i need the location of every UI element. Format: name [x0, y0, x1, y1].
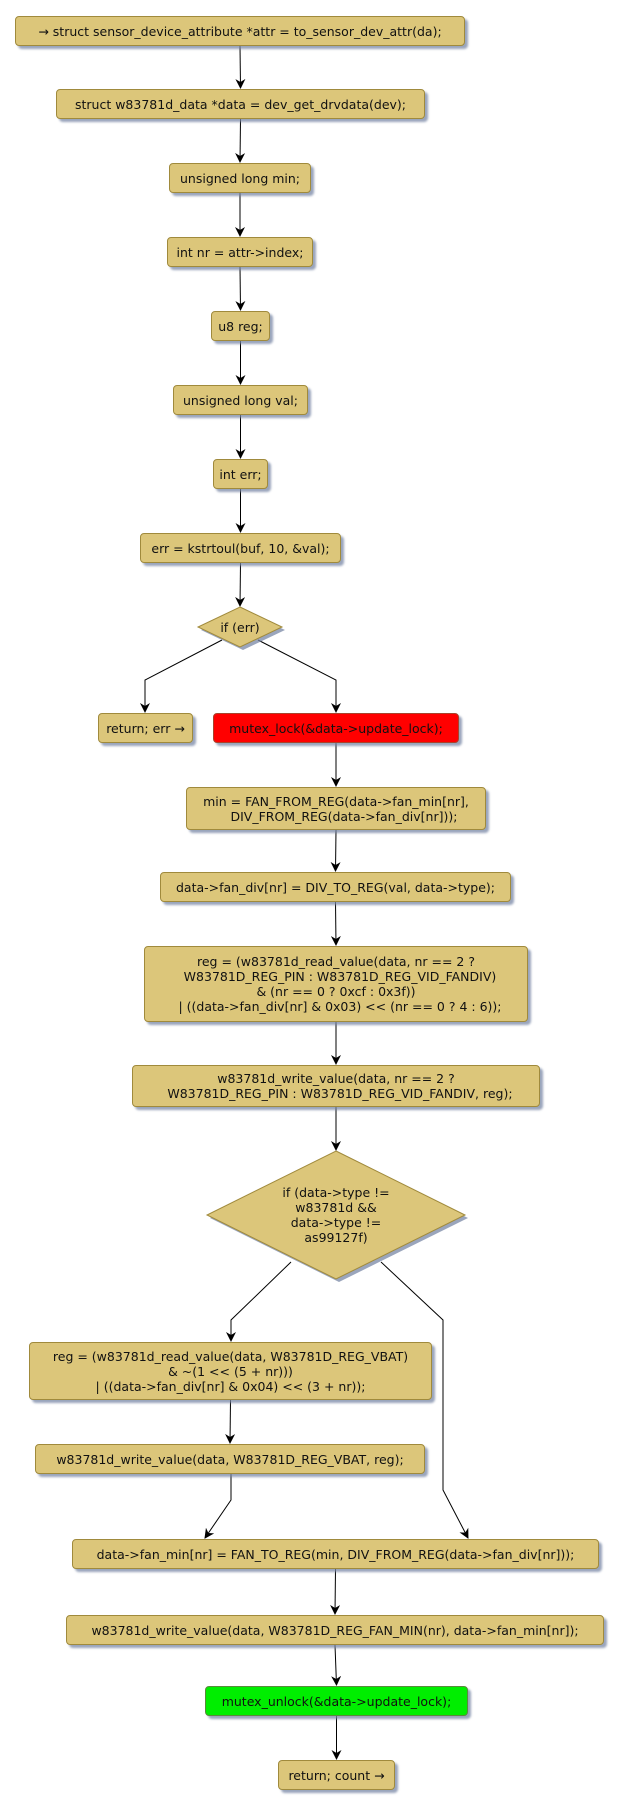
edge-n0-n1	[235, 45, 246, 89]
decision-d2	[205, 1150, 467, 1280]
start-node: → struct sensor_device_attribute *attr =…	[15, 16, 465, 46]
process-node: w83781d_write_value(data, nr == 2 ? W837…	[132, 1065, 540, 1107]
edge-n3-n4	[235, 266, 246, 311]
process-node: unsigned long min;	[169, 163, 311, 193]
edge-d2-n16	[380, 1261, 469, 1539]
decision-label: if (data->type != w83781d && data->type …	[282, 1185, 390, 1245]
edge-n10-n11	[330, 829, 341, 872]
process-node: struct w83781d_data *data = dev_get_drvd…	[56, 89, 425, 119]
process-node: data->fan_div[nr] = DIV_TO_REG(val, data…	[160, 872, 511, 902]
return-node: return; err →	[98, 713, 193, 743]
process-node: unsigned long val;	[173, 385, 308, 415]
edge-d1-n8	[140, 639, 223, 713]
edge-n7-d1	[235, 562, 246, 607]
process-node: int nr = attr->index;	[167, 237, 313, 267]
process-node: w83781d_write_value(data, W83781D_REG_VB…	[35, 1444, 425, 1474]
process-node: min = FAN_FROM_REG(data->fan_min[nr], DI…	[186, 787, 486, 830]
process-node: u8 reg;	[211, 311, 270, 341]
process-node: int err;	[213, 459, 268, 489]
edge-d2-n14	[226, 1261, 292, 1342]
edge-n14-n15	[225, 1399, 236, 1444]
process-node: data->fan_min[nr] = FAN_TO_REG(min, DIV_…	[72, 1539, 599, 1569]
process-node: reg = (w83781d_read_value(data, W83781D_…	[29, 1342, 432, 1400]
mutex-unlock-node: mutex_unlock(&data->update_lock);	[205, 1686, 468, 1716]
mutex-lock-node: mutex_lock(&data->update_lock);	[213, 713, 459, 743]
edge-n15-n16	[204, 1474, 232, 1539]
edge-n1-n2	[235, 118, 246, 163]
process-node: reg = (w83781d_read_value(data, nr == 2 …	[144, 946, 528, 1022]
decision-label: if (err)	[220, 619, 260, 635]
return-node: return; count →	[278, 1760, 395, 1790]
edge-n16-n17	[330, 1568, 341, 1615]
process-node: err = kstrtoul(buf, 10, &val);	[140, 533, 341, 563]
decision-d1	[196, 606, 284, 648]
edge-n11-n12	[330, 901, 341, 946]
process-node: w83781d_write_value(data, W83781D_REG_FA…	[66, 1615, 604, 1645]
edge-d1-n9	[257, 639, 341, 713]
edge-n17-n18	[331, 1644, 342, 1686]
